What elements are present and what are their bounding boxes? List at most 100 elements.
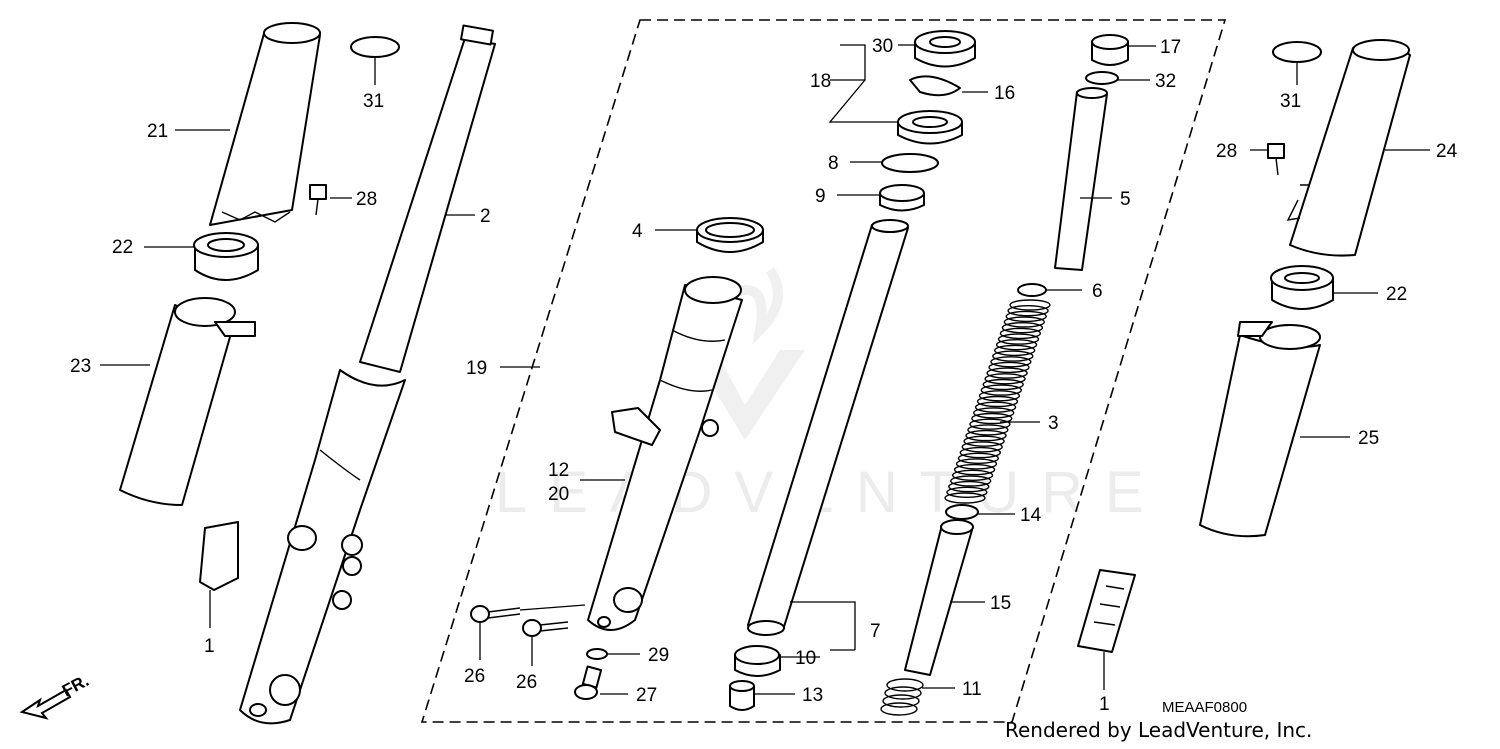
callout-28-left: 28: [356, 189, 377, 210]
spring-coil: [997, 333, 1040, 345]
callout-20: 20: [548, 484, 569, 505]
callout-28-right: 28: [1216, 141, 1237, 162]
part-6-washer: [1017, 283, 1047, 297]
callout-11: 11: [962, 679, 982, 700]
spring-coil: [980, 384, 1022, 396]
spring-coil: [982, 378, 1024, 391]
spring-coil: [969, 418, 1011, 430]
spring-coil: [976, 395, 1019, 408]
part-21-upper-cover: [209, 22, 321, 226]
part-22-bearing-left: [193, 232, 259, 281]
part-22-bearing-right: [1270, 265, 1334, 310]
callout-labels: 21 31 28 22 23 1 2 4 19 12 20 26 26 29 2…: [70, 36, 1458, 715]
callout-32: 32: [1155, 71, 1176, 92]
callout-1-right: 1: [1099, 694, 1110, 715]
part-27-bolt: [574, 665, 603, 700]
part-1-pad-left: [199, 521, 239, 591]
spring-coil: [950, 475, 992, 487]
spring-coil: [946, 486, 988, 498]
spring-coil: [978, 390, 1021, 402]
part-17-cap-bolt: [1091, 34, 1129, 66]
callout-29: 29: [648, 645, 669, 666]
spring-coil: [1003, 316, 1046, 328]
spring-coil: [994, 344, 1036, 357]
callout-19: 19: [466, 358, 487, 379]
part-29-washer: [586, 648, 608, 660]
part-3-spring: [944, 299, 1051, 504]
callout-8: 8: [828, 153, 839, 174]
callout-16: 16: [994, 83, 1015, 104]
callout-23: 23: [70, 356, 91, 377]
spring-coil: [955, 458, 998, 470]
spring-coil: [1005, 310, 1047, 323]
spring-coil: [953, 463, 996, 476]
part-7-inner-tube: [747, 219, 909, 636]
part-12-20-slider: [587, 276, 743, 631]
spring-coil: [990, 356, 1032, 368]
part-24-upper-cover: [1286, 39, 1411, 257]
spring-coil: [967, 424, 1009, 436]
spring-coil: [965, 429, 1007, 442]
part-10-ring: [734, 645, 781, 677]
callout-1-left: 1: [204, 636, 215, 657]
part-8-washer: [881, 153, 939, 173]
callout-5: 5: [1120, 189, 1131, 210]
part-2-fork-tube: [239, 24, 496, 725]
callout-22-left: 22: [112, 237, 133, 258]
part-5-spacer: [1054, 87, 1108, 271]
part-25-lower-cover: [1199, 321, 1321, 538]
callout-17: 17: [1160, 37, 1181, 58]
spring-coil: [1001, 322, 1044, 334]
diagram-code: MEAAF0800: [1162, 699, 1247, 716]
part-18-oil-seal: [897, 110, 963, 145]
callout-7: 7: [870, 621, 881, 642]
spring-coil: [944, 492, 986, 504]
spring-coil: [1007, 305, 1049, 317]
callout-27: 27: [636, 685, 657, 706]
callout-13: 13: [802, 685, 823, 706]
part-28-bolt-left: [309, 184, 327, 216]
spring-coil: [948, 480, 990, 493]
part-14-ring: [945, 504, 979, 520]
spring-coil: [961, 441, 1003, 453]
callout-6: 6: [1092, 281, 1103, 302]
spring-coil: [999, 327, 1042, 340]
spring-coil: [959, 446, 1001, 459]
part-16-clip: [909, 75, 961, 97]
callout-4: 4: [632, 221, 643, 242]
spring-coil: [986, 367, 1028, 379]
part-15-damper-rod: [904, 519, 974, 676]
part-1-pad-right: [1077, 569, 1136, 653]
callout-24: 24: [1436, 141, 1458, 162]
callout-12: 12: [548, 460, 569, 481]
spring-coil: [963, 435, 1005, 447]
part-32-oring: [1085, 71, 1119, 85]
spring-coil: [951, 469, 994, 481]
part-28-bolt-right: [1267, 143, 1285, 176]
front-direction-marker: FR.: [19, 671, 92, 720]
callout-14: 14: [1020, 505, 1042, 526]
callout-30: 30: [872, 36, 893, 57]
part-31-ring-right: [1272, 41, 1322, 63]
part-13-bushing: [729, 680, 755, 711]
callout-31-left: 31: [363, 91, 384, 112]
part-23-lower-cover: [119, 297, 256, 506]
spring-coil: [995, 339, 1038, 351]
part-9-ring: [879, 184, 925, 212]
part-26-bolts: [470, 604, 586, 637]
render-credit: Rendered by LeadVenture, Inc.: [1005, 718, 1312, 742]
callout-10: 10: [795, 648, 816, 669]
part-4-seal: [696, 217, 764, 253]
callout-22-right: 22: [1386, 284, 1407, 305]
part-11-rebound-spring: [880, 678, 924, 716]
spring-coil: [1009, 299, 1051, 311]
spring-coil: [992, 350, 1034, 362]
callout-9: 9: [815, 186, 826, 207]
callout-31-right: 31: [1280, 91, 1301, 112]
callout-26-b: 26: [516, 672, 537, 693]
part-30-cap: [914, 30, 976, 68]
spring-coil: [988, 361, 1030, 374]
callout-25: 25: [1358, 428, 1379, 449]
